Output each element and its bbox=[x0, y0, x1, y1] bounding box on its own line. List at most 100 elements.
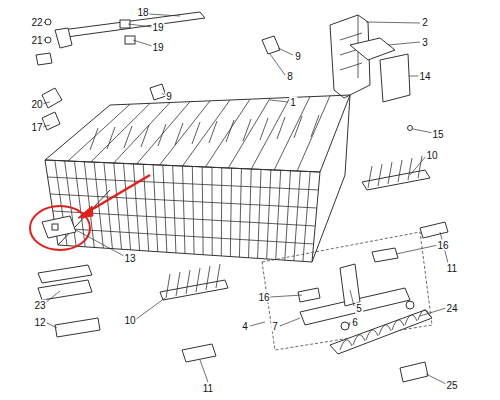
tine bbox=[206, 266, 210, 290]
tine bbox=[378, 164, 382, 186]
callout-number: 4 bbox=[241, 321, 249, 332]
callout-number: 9 bbox=[294, 51, 302, 62]
rack-wire bbox=[267, 170, 271, 259]
callout-number: 24 bbox=[445, 303, 458, 314]
callout-number: 20 bbox=[30, 99, 43, 110]
rack-wire bbox=[173, 166, 176, 253]
rack-wire bbox=[258, 169, 262, 258]
callout-number: 7 bbox=[271, 321, 279, 332]
rack-tine bbox=[124, 126, 132, 148]
rack-loop bbox=[405, 315, 417, 325]
rack-tine bbox=[141, 125, 149, 147]
callout-number: 17 bbox=[30, 122, 43, 133]
rack-wire bbox=[153, 165, 158, 252]
rack-wire bbox=[294, 171, 301, 261]
rack-wire bbox=[251, 98, 290, 170]
callout-number: 15 bbox=[431, 129, 444, 140]
tine-rack bbox=[160, 280, 228, 362]
rack-wire bbox=[205, 99, 250, 167]
tine bbox=[388, 162, 392, 184]
rack-wire bbox=[192, 166, 194, 254]
callout-number: 14 bbox=[418, 71, 431, 82]
tine bbox=[176, 272, 180, 296]
rack-wire bbox=[133, 164, 139, 251]
callout-number: 13 bbox=[123, 253, 136, 264]
bottom-rack bbox=[330, 310, 432, 382]
rack-loop bbox=[340, 340, 352, 350]
rack-wire bbox=[160, 101, 210, 165]
tine bbox=[166, 274, 170, 298]
rack-wire bbox=[276, 170, 281, 259]
highlight bbox=[30, 175, 150, 250]
callout-number: 25 bbox=[445, 380, 458, 391]
tine-rack bbox=[362, 170, 430, 190]
callout-number: 9 bbox=[165, 91, 173, 102]
rack-wire bbox=[183, 100, 231, 166]
rack-loop bbox=[379, 325, 391, 335]
rack-adjuster bbox=[330, 15, 413, 131]
rack-tine bbox=[226, 120, 234, 142]
rack-wire bbox=[221, 168, 223, 256]
rack-wire bbox=[183, 166, 186, 254]
rack-tine bbox=[192, 122, 200, 144]
callout-number: 19 bbox=[151, 22, 164, 33]
rack-tine bbox=[260, 118, 268, 140]
rack-wire bbox=[104, 163, 113, 249]
callout-number: 11 bbox=[446, 263, 458, 274]
rack-wire bbox=[50, 194, 317, 208]
tine bbox=[408, 158, 412, 180]
callout-number: 2 bbox=[421, 17, 429, 28]
callout-number: 16 bbox=[436, 240, 449, 251]
rack-wire bbox=[55, 228, 313, 244]
rack-wire bbox=[137, 102, 190, 164]
callout-number: 16 bbox=[257, 292, 270, 303]
callout-number: 23 bbox=[33, 300, 46, 311]
rack-wire bbox=[239, 169, 241, 258]
callout-number: 1 bbox=[289, 97, 297, 108]
rack-tine bbox=[311, 115, 319, 137]
callout-number: 11 bbox=[202, 383, 214, 394]
callout-number: 8 bbox=[286, 71, 294, 82]
rack-tine bbox=[90, 128, 98, 150]
tine bbox=[216, 264, 220, 288]
rack-loop bbox=[353, 335, 365, 345]
rack-wire bbox=[202, 167, 203, 255]
top-rail bbox=[36, 12, 205, 130]
tine bbox=[196, 268, 200, 292]
rack-wire bbox=[285, 171, 291, 260]
callout-number: 3 bbox=[421, 37, 429, 48]
rack-loop bbox=[392, 320, 404, 330]
callout-number: 6 bbox=[351, 317, 359, 328]
tine bbox=[368, 166, 372, 188]
callout-number: 22 bbox=[30, 17, 43, 28]
rack-tine bbox=[158, 124, 166, 146]
rack-tine bbox=[243, 119, 251, 141]
callout-number: 18 bbox=[136, 7, 149, 18]
rack-wire bbox=[114, 103, 170, 164]
clip bbox=[298, 222, 448, 302]
callout-number: 5 bbox=[355, 303, 363, 314]
rack-wire bbox=[303, 172, 310, 262]
rack-wire bbox=[274, 97, 310, 170]
rack-wire bbox=[211, 167, 212, 255]
callout-number: 19 bbox=[151, 42, 164, 53]
tine bbox=[418, 156, 422, 178]
rack-tine bbox=[277, 117, 285, 139]
tine bbox=[186, 270, 190, 294]
rack-loop bbox=[418, 310, 430, 320]
rack-wire bbox=[230, 168, 231, 256]
rack-wire bbox=[124, 163, 131, 249]
rack-wire bbox=[91, 103, 150, 162]
rack-wire bbox=[249, 169, 252, 258]
callout-number: 21 bbox=[30, 35, 43, 46]
callout-number: 12 bbox=[33, 317, 46, 328]
handle-assembly bbox=[262, 232, 432, 350]
rack-wire bbox=[48, 177, 319, 190]
tine bbox=[398, 160, 402, 182]
rack-wire bbox=[297, 96, 330, 171]
rack-tine bbox=[209, 121, 217, 143]
rack-wire bbox=[228, 98, 270, 168]
callout-number: 10 bbox=[123, 315, 136, 326]
rack-wire bbox=[114, 163, 122, 249]
